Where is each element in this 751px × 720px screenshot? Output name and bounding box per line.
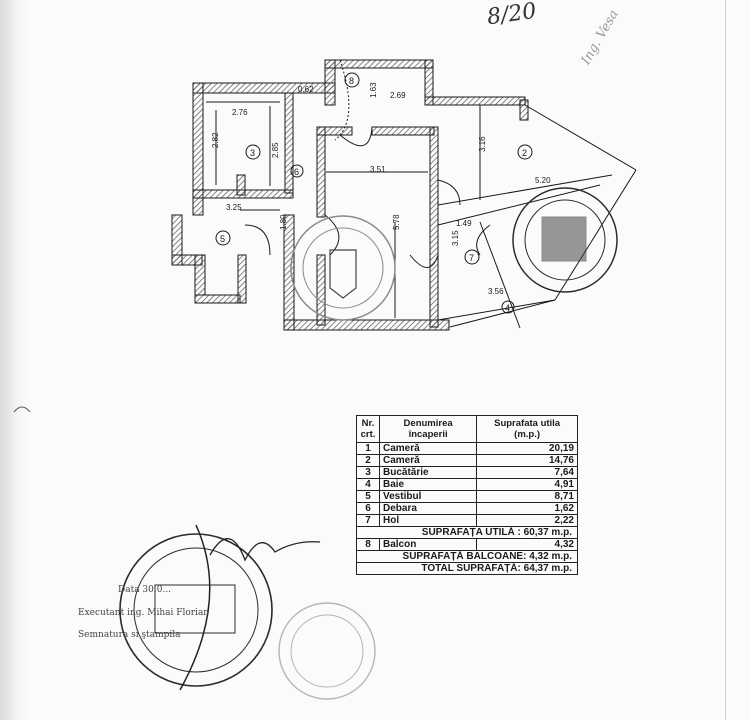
svg-text:2.85: 2.85 xyxy=(271,142,280,158)
row-area: 2,22 xyxy=(476,514,578,527)
total-useful-area: SUPRAFAȚA UTILĂ : 60,37 m.p. xyxy=(356,526,578,539)
row-nr: 7 xyxy=(356,514,380,527)
balcony-area: 4,32 xyxy=(476,538,578,551)
table-row: 7 Hol 2,22 xyxy=(356,514,578,527)
plan-walls xyxy=(171,59,529,331)
svg-text:1.63: 1.63 xyxy=(369,82,378,98)
scan-right-border xyxy=(725,0,726,720)
signature-line: Semnatura si ştampila xyxy=(78,630,181,640)
table-row: 2 Cameră 14,76 xyxy=(356,454,578,467)
row-name: Vestibul xyxy=(378,490,478,503)
date-line: Data 30.0... xyxy=(118,585,172,595)
row-area: 8,71 xyxy=(476,490,578,503)
svg-text:6: 6 xyxy=(294,167,299,177)
row-nr: 6 xyxy=(356,502,380,515)
scan-edge-shadow xyxy=(0,0,28,720)
grand-total-row: TOTAL SUPRAFAȚĂ: 64,37 m.p. xyxy=(356,562,578,575)
svg-text:3: 3 xyxy=(250,148,255,158)
row-nr: 4 xyxy=(356,478,380,491)
table-row: 6 Debara 1,62 xyxy=(356,502,578,515)
row-name: Hol xyxy=(378,514,478,527)
room-number-markers: 8 2 3 6 5 7 4 xyxy=(215,72,533,314)
svg-text:0.62: 0.62 xyxy=(298,85,314,94)
row-area: 14,76 xyxy=(476,454,578,467)
svg-text:3.51: 3.51 xyxy=(370,165,386,174)
table-row: 1 Cameră 20,19 xyxy=(356,442,578,455)
header-nr: Nr. crt. xyxy=(356,415,380,443)
balcony-name: Balcon xyxy=(378,538,478,551)
svg-text:5.78: 5.78 xyxy=(392,214,401,230)
table-row: 5 Vestibul 8,71 xyxy=(356,490,578,503)
table-row: 3 Bucătărie 7,64 xyxy=(356,466,578,479)
row-name: Bucătărie xyxy=(378,466,478,479)
svg-text:5.20: 5.20 xyxy=(535,176,551,185)
administration-stamp xyxy=(119,524,273,691)
svg-text:3.56: 3.56 xyxy=(488,287,504,296)
row-area: 1,62 xyxy=(476,502,578,515)
total-balcony-row: SUPRAFAȚĂ BALCOANE: 4,32 m.p. xyxy=(356,550,578,563)
svg-text:4: 4 xyxy=(505,303,510,313)
row-area: 20,19 xyxy=(476,442,578,455)
row-nr: 2 xyxy=(356,454,380,467)
total-balcony-area: SUPRAFAȚĂ BALCOANE: 4,32 m.p. xyxy=(356,550,578,563)
svg-text:2.76: 2.76 xyxy=(232,108,248,117)
row-name: Cameră xyxy=(378,442,478,455)
row-nr: 5 xyxy=(356,490,380,503)
row-nr: 3 xyxy=(356,466,380,479)
svg-text:5: 5 xyxy=(220,234,225,244)
svg-text:1.80: 1.80 xyxy=(279,214,288,230)
row-name: Debara xyxy=(378,502,478,515)
svg-text:3.16: 3.16 xyxy=(478,136,487,152)
row-name: Baie xyxy=(378,478,478,491)
svg-text:8: 8 xyxy=(349,76,354,86)
svg-text:7: 7 xyxy=(469,253,474,263)
row-area: 4,91 xyxy=(476,478,578,491)
total-useful-row: SUPRAFAȚA UTILĂ : 60,37 m.p. xyxy=(356,526,578,539)
balcony-nr: 8 xyxy=(356,538,380,551)
balcony-row: 8 Balcon 4,32 xyxy=(356,538,578,551)
area-table: Nr. crt. Denumirea încaperii Suprafata u… xyxy=(356,415,578,575)
executant-line: Executant ing. Mihai Florian xyxy=(78,608,210,618)
svg-text:2: 2 xyxy=(522,148,527,158)
svg-text:2.82: 2.82 xyxy=(211,132,220,148)
svg-text:3.15: 3.15 xyxy=(451,230,460,246)
grand-total-area: TOTAL SUPRAFAȚĂ: 64,37 m.p. xyxy=(356,562,578,575)
header-name: Denumirea încaperii xyxy=(378,415,478,443)
svg-text:2.69: 2.69 xyxy=(390,91,406,100)
row-area: 7,64 xyxy=(476,466,578,479)
row-nr: 1 xyxy=(356,442,380,455)
svg-text:1.49: 1.49 xyxy=(456,219,472,228)
row-name: Cameră xyxy=(378,454,478,467)
signature-scribble xyxy=(209,538,321,562)
agency-stamp xyxy=(512,187,618,293)
faded-stamp xyxy=(278,602,376,700)
plan-dimensions: 0.62 1.63 2.69 2.76 2.82 2.85 3.51 3.16 … xyxy=(211,82,551,296)
military-unit-stamp xyxy=(290,215,396,321)
table-header-row: Nr. crt. Denumirea încaperii Suprafata u… xyxy=(356,415,578,443)
header-area: Suprafata utila (m.p.) xyxy=(476,415,578,443)
punch-mark xyxy=(13,406,31,413)
table-row: 4 Baie 4,91 xyxy=(356,478,578,491)
svg-text:3.25: 3.25 xyxy=(226,203,242,212)
